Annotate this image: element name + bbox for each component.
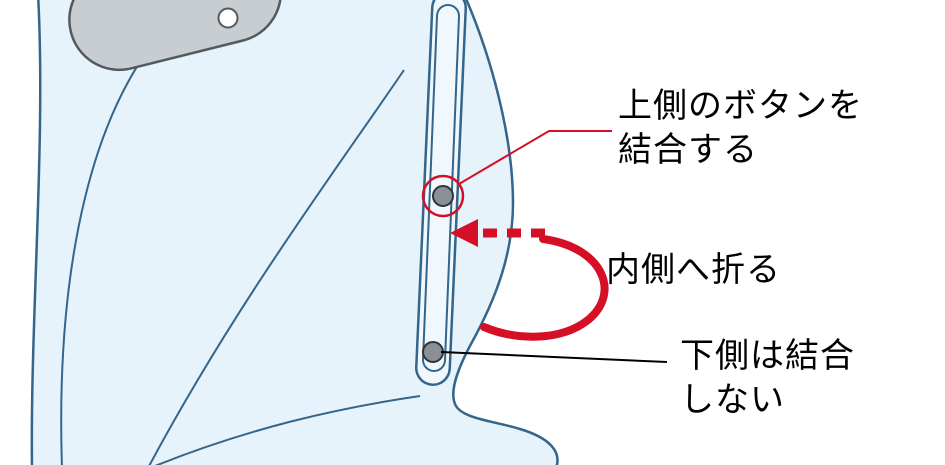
lower-button (422, 341, 444, 363)
annotation-lower-button-line1: 下側は結合 (680, 337, 855, 375)
upper-button-highlight-circle (421, 174, 465, 218)
annotation-fold-inward: 内側へ折る (606, 248, 781, 292)
annotation-upper-button-line2: 結合する (618, 131, 758, 169)
annotation-upper-button: 上側のボタンを 結合する (618, 84, 863, 172)
sheet-contour-bottom (154, 395, 421, 465)
fold-arrow-head (450, 219, 478, 247)
sheet-contour-middle (148, 69, 405, 465)
annotation-fold-inward-label: 内側へ折る (606, 251, 781, 289)
annotation-upper-button-line1: 上側のボタンを (618, 87, 863, 125)
headband-hole (217, 7, 239, 29)
annotation-lower-button-line2: しない (680, 381, 785, 419)
sheet-contour-left (60, 49, 149, 465)
upper-button-leader-line (458, 130, 612, 185)
fold-arc (480, 235, 609, 341)
annotation-lower-button: 下側は結合 しない (680, 334, 855, 422)
headband-part (68, 0, 283, 72)
upper-button (432, 185, 454, 207)
lower-button-leader-line (440, 351, 668, 363)
